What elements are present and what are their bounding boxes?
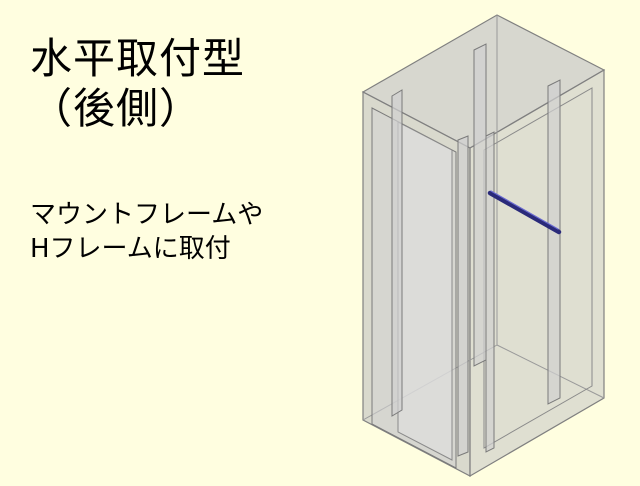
front-door-inner bbox=[397, 121, 453, 461]
horizontal-mount-rail-highlight bbox=[490, 190, 559, 230]
title-line-1: 水平取付型 bbox=[30, 34, 246, 83]
title-line-2: （後側） bbox=[30, 84, 203, 133]
mount-frames bbox=[391, 43, 561, 457]
horizontal-mount-rail bbox=[487, 190, 562, 235]
description-line-2: Hフレームに取付 bbox=[30, 234, 231, 264]
mount-frame-front-right bbox=[457, 135, 469, 457]
diagram-title: 水平取付型 （後側） bbox=[30, 34, 245, 134]
description-text: マウントフレームや Hフレームに取付 bbox=[30, 198, 263, 266]
mount-frame-front-right-b bbox=[485, 131, 495, 453]
mount-frame-back-left bbox=[473, 43, 487, 367]
description-line-1: マウントフレームや bbox=[30, 200, 264, 230]
mount-frame-front-left bbox=[391, 89, 403, 417]
mount-frame-back-right bbox=[547, 79, 561, 405]
